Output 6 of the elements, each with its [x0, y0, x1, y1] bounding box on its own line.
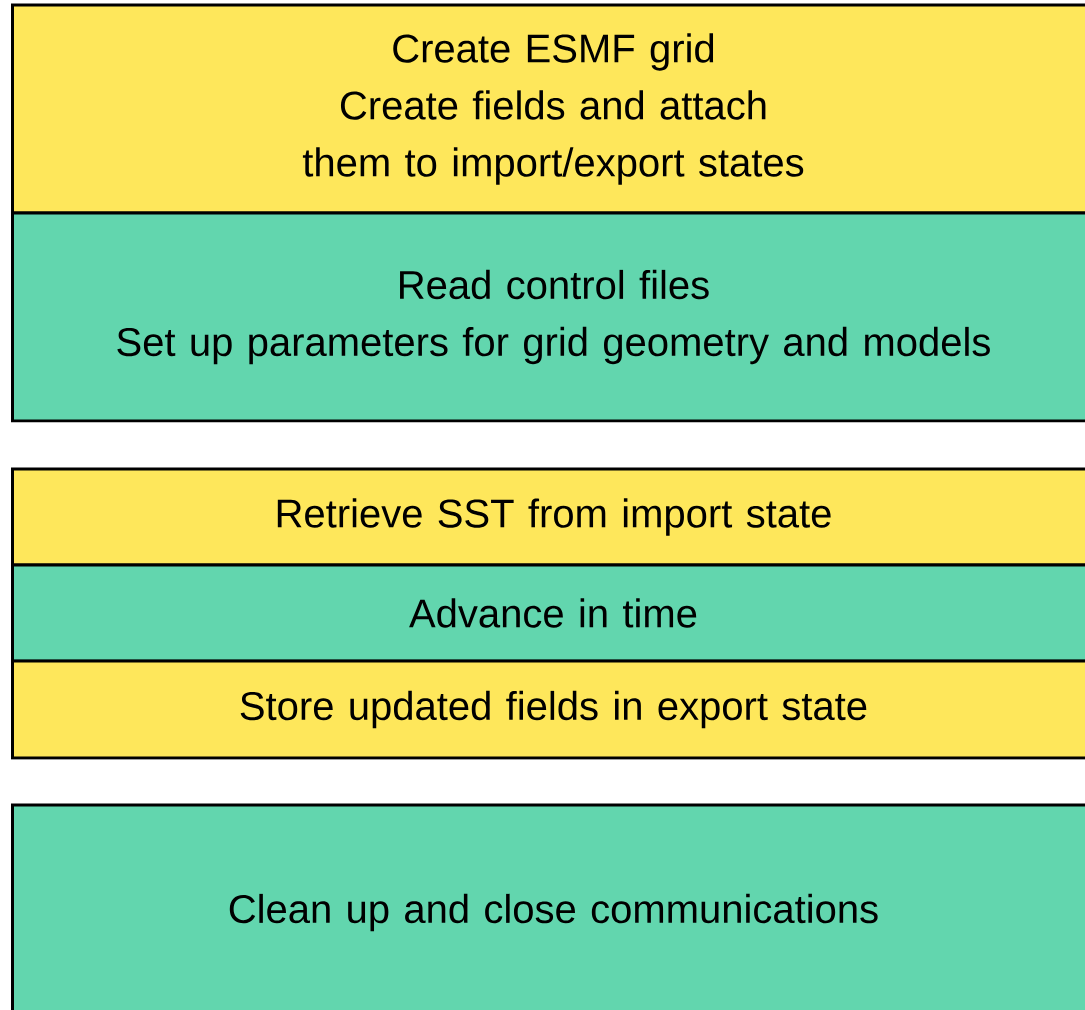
step-box: Retrieve SST from import state	[11, 467, 1085, 567]
step-box: Clean up and close communications	[11, 803, 1085, 1010]
step-box: Advance in time	[11, 563, 1085, 663]
step-box: Create ESMF grid Create fields and attach them to import/export states	[11, 3, 1085, 215]
step-box: Read control files Set up parameters for grid geometry and models	[11, 211, 1085, 423]
step-box: Store updated fields in export state	[11, 659, 1085, 760]
